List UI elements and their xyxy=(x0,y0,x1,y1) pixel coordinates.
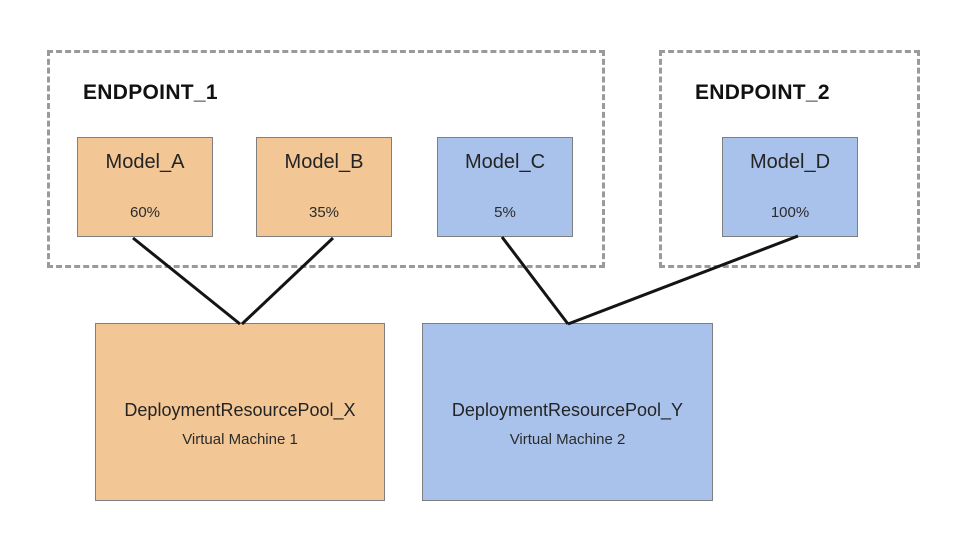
model-b-traffic-split: 35% xyxy=(308,204,340,221)
model-c-traffic-split: 5% xyxy=(494,204,516,221)
model-b-name: Model_B xyxy=(284,151,364,173)
model-d-node: Model_D 100% xyxy=(722,137,858,237)
pool-x-name: DeploymentResourcePool_X xyxy=(124,400,356,420)
deployment-resource-pool-x-node: DeploymentResourcePool_X Virtual Machine… xyxy=(95,323,385,501)
model-a-node: Model_A 60% xyxy=(77,137,213,237)
model-d-traffic-split: 100% xyxy=(770,204,810,221)
model-c-name: Model_C xyxy=(464,151,546,173)
pool-y-name: DeploymentResourcePool_Y xyxy=(451,400,684,420)
endpoint-1-label: ENDPOINT_1 xyxy=(83,81,218,104)
pool-y-virtual-machine: Virtual Machine 2 xyxy=(509,431,626,448)
pool-x-virtual-machine: Virtual Machine 1 xyxy=(182,431,298,448)
endpoint-2-label: ENDPOINT_2 xyxy=(695,81,830,104)
model-b-node: Model_B 35% xyxy=(256,137,392,237)
model-c-node: Model_C 5% xyxy=(437,137,573,237)
model-a-traffic-split: 60% xyxy=(129,204,161,221)
model-d-name: Model_D xyxy=(749,151,831,173)
deployment-resource-pool-y-node: DeploymentResourcePool_Y Virtual Machine… xyxy=(422,323,713,501)
model-a-name: Model_A xyxy=(105,151,185,173)
